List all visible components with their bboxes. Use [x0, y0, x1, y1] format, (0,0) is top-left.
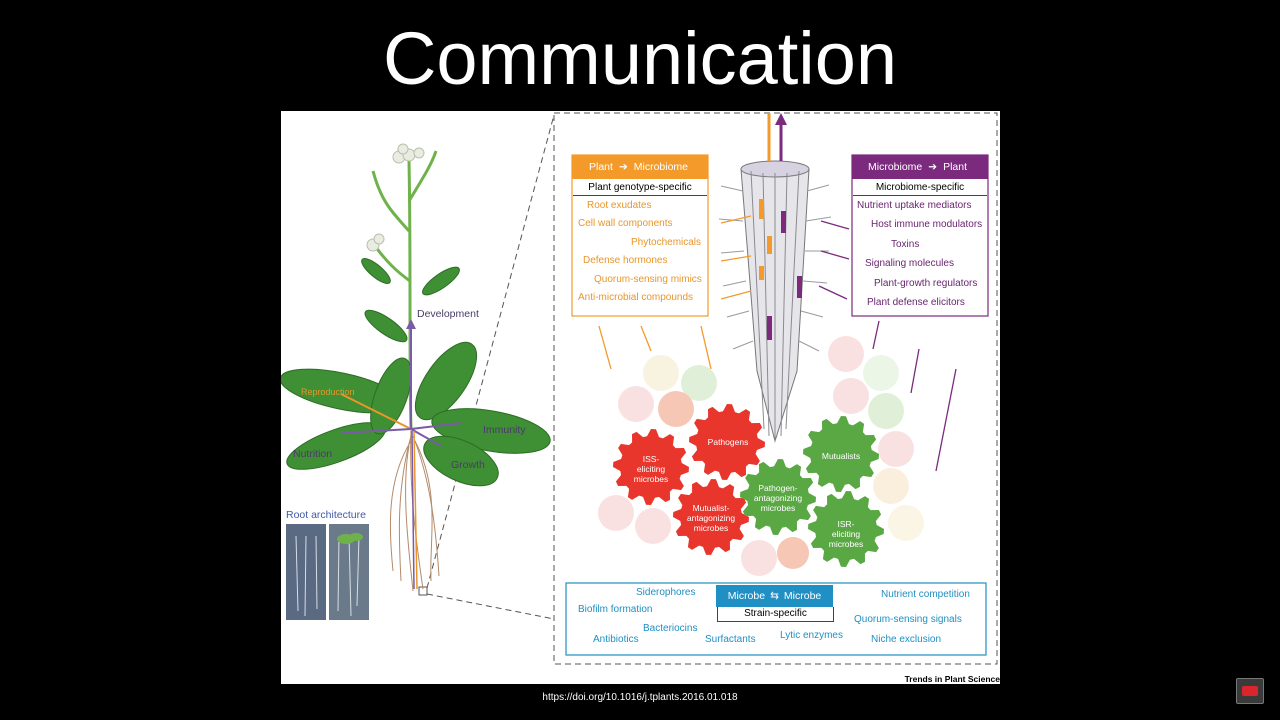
gear-label-pathogen-antagonizing: Pathogen- antagonizing microbes: [753, 483, 803, 513]
gear-label-mutualist-antagonizing: Mutualist- antagonizing microbes: [686, 503, 736, 533]
gear-label-mutualists: Mutualists: [821, 451, 861, 461]
gear-label-iss-eliciting: ISS- eliciting microbes: [633, 454, 669, 484]
inset-frame: [553, 112, 998, 665]
list-item: Defense hormones: [583, 255, 668, 266]
gear-iss-eliciting: [613, 429, 689, 505]
list-item: Plant defense elicitors: [867, 297, 965, 308]
list-item: Quorum-sensing mimics: [594, 274, 702, 285]
root-purple-marks: [767, 211, 802, 340]
list-item: Nutrient uptake mediators: [857, 200, 972, 211]
label-root-architecture: Root architecture: [286, 509, 366, 521]
gear-mutualist-antagonizing: [673, 479, 749, 555]
list-item: Surfactants: [705, 634, 756, 645]
list-item: Siderophores: [636, 587, 696, 598]
gear-label-isr-eliciting: ISR- eliciting microbes: [828, 519, 864, 549]
list-item: Toxins: [891, 239, 920, 250]
exchange-arrows-icon: ⇆: [770, 590, 779, 602]
doi-link[interactable]: https://doi.org/10.1016/j.tplants.2016.0…: [542, 692, 738, 703]
root-system: [389, 428, 440, 592]
label-development: Development: [417, 308, 479, 320]
label-immunity: Immunity: [483, 424, 526, 436]
list-item: Quorum-sensing signals: [854, 614, 962, 625]
microbiome-to-plant-header: Microbiome ➔ Plant: [852, 155, 988, 179]
plant-genotype-specific: Plant genotype-specific: [573, 180, 707, 196]
arrow-right-icon: ➔: [618, 161, 628, 173]
label-nutrition: Nutrition: [293, 448, 333, 460]
gear-pathogen-antagonizing: [740, 459, 816, 535]
list-item: Anti-microbial compounds: [578, 292, 694, 303]
list-item: Signaling molecules: [865, 258, 954, 269]
root-cylinder: [718, 113, 832, 443]
list-item: Root exudates: [587, 200, 652, 211]
zoom-line-top: [426, 114, 555, 589]
plant-to-microbiome-header: Plant ➔ Microbiome: [572, 155, 708, 179]
gear-isr-eliciting: [808, 491, 884, 567]
list-item: Antibiotics: [593, 634, 639, 645]
gear-label-pathogens: Pathogens: [707, 437, 749, 447]
slide-title: Communication: [382, 17, 898, 100]
figure-drawing: [281, 112, 998, 665]
label-reproduction: Reproduction: [301, 387, 355, 397]
label-growth: Growth: [451, 459, 485, 471]
root-orange-marks: [759, 199, 772, 280]
list-item: Cell wall components: [578, 218, 673, 229]
root-photo-seedlings: [337, 533, 363, 544]
list-item: Host immune modulators: [871, 219, 983, 230]
list-item: Lytic enzymes: [780, 630, 843, 641]
strain-specific: Strain-specific: [717, 607, 834, 622]
header-to-label: Microbe: [783, 590, 822, 602]
purple-arrows: [818, 220, 957, 472]
list-item: Niche exclusion: [871, 634, 942, 645]
list-item: Bacteriocins: [643, 623, 698, 634]
youtube-watermark-icon: [1236, 678, 1264, 704]
header-from-label: Microbiome: [868, 161, 923, 173]
process-arrows: [340, 319, 462, 447]
figure-credit: Trends in Plant Science: [904, 674, 1000, 684]
gears-layer: [613, 404, 884, 567]
flower-clusters: [366, 143, 425, 252]
zoom-line-bottom: [426, 593, 555, 620]
orange-arrows: [598, 215, 752, 370]
header-from-label: Plant: [589, 161, 613, 173]
microbe-to-microbe-header: Microbe ⇆ Microbe: [716, 585, 833, 607]
microbiome-specific: Microbiome-specific: [853, 180, 987, 196]
list-item: Plant-growth regulators: [874, 278, 978, 289]
header-to-label: Plant: [943, 161, 968, 173]
list-item: Nutrient competition: [881, 589, 970, 600]
microbe-to-microbe-frame: [565, 582, 987, 656]
faded-gears: [598, 336, 924, 576]
root-photo-strands: [295, 535, 360, 617]
root-hairs: [718, 184, 832, 352]
list-item: Phytochemicals: [631, 237, 702, 248]
list-item: Biofilm formation: [578, 604, 653, 615]
gear-mutualists: [803, 416, 879, 492]
gear-pathogens: [689, 404, 765, 480]
arrow-right-icon: ➔: [928, 161, 938, 173]
header-to-label: Microbiome: [633, 161, 689, 173]
figure-panel: Development Reproduction Immunity Nutrit…: [281, 111, 1000, 684]
header-from-label: Microbe: [727, 590, 766, 602]
